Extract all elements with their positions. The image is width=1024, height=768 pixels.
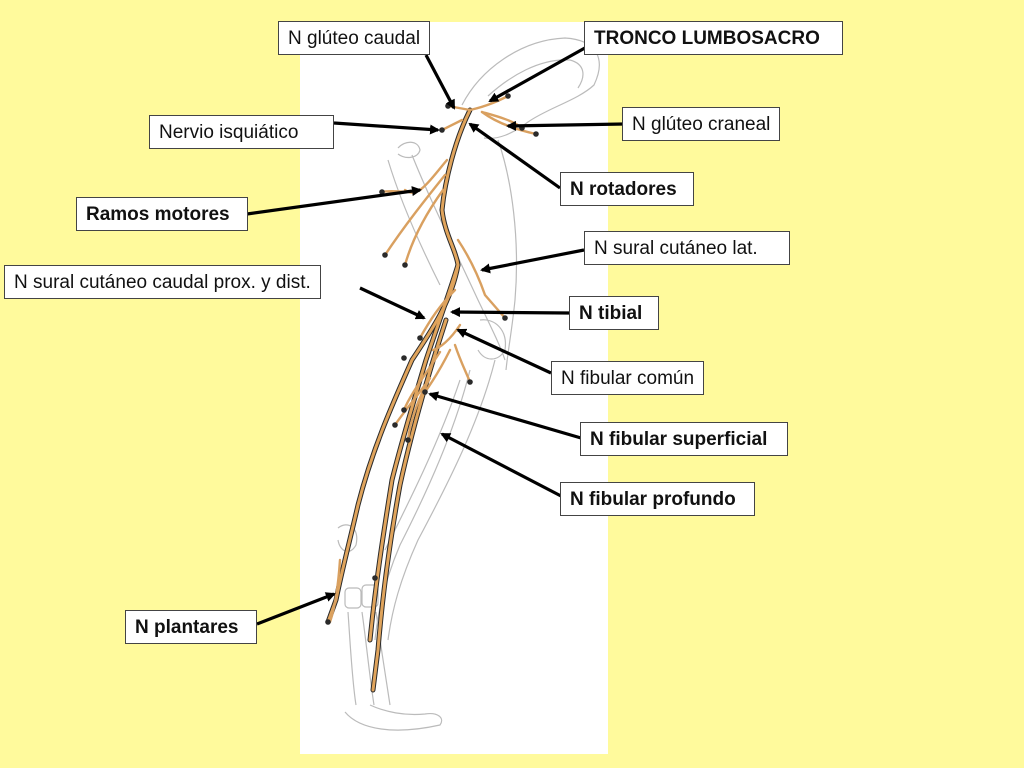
- label-rotadores: N rotadores: [560, 172, 694, 206]
- metatarsal-3: [375, 611, 391, 706]
- nerve-branches: [325, 93, 539, 693]
- label-fibular-profundo: N fibular profundo: [560, 482, 755, 516]
- nerve-end: [502, 315, 508, 321]
- nerve-end: [401, 407, 407, 413]
- label-sural-caudal: N sural cutáneo caudal prox. y dist.: [4, 265, 321, 299]
- arrow-tibial: [450, 307, 570, 318]
- nerve-end: [382, 252, 388, 258]
- pointer-arrows: [246, 42, 625, 626]
- thigh-contour: [497, 139, 518, 371]
- arrow-fibular-profundo: [440, 432, 562, 498]
- label-isquiatico: Nervio isquiático: [149, 115, 334, 149]
- trunk-fill: [326, 108, 472, 624]
- nerve-end: [392, 422, 398, 428]
- arrow-rotadores: [468, 122, 561, 190]
- tarsal-1: [344, 587, 362, 609]
- metatarsal-1: [347, 611, 357, 706]
- nerve-end: [402, 262, 408, 268]
- label-fibular-comun: N fibular común: [551, 361, 705, 395]
- nerve-end: [325, 619, 331, 625]
- arrow-tronco-lumbosacro: [488, 42, 593, 103]
- label-tronco-lumbosacro: TRONCO LUMBOSACRO: [584, 21, 843, 55]
- nerve-end: [505, 93, 511, 99]
- arrow-sural-caudal: [359, 286, 426, 320]
- fibular-branch-d: [406, 376, 432, 442]
- nerve-end: [439, 127, 445, 133]
- nerve-end: [422, 389, 428, 395]
- sural-lat-branch: [456, 238, 507, 320]
- hock: [337, 524, 358, 553]
- arrow-gluteo-craneal: [506, 120, 625, 131]
- femur-back: [387, 159, 441, 286]
- metatarsal-2: [361, 611, 375, 706]
- nerve-end: [405, 437, 411, 443]
- digits: [344, 704, 443, 731]
- ilium-inner: [487, 59, 584, 97]
- arrow-plantares: [256, 592, 336, 626]
- nerve-end: [379, 189, 385, 195]
- nerve-end: [372, 575, 378, 581]
- arrow-fibular-comun: [456, 328, 552, 375]
- nerve-end: [533, 131, 539, 137]
- motor-branch-2: [383, 173, 447, 257]
- label-gluteo-craneal: N glúteo craneal: [622, 107, 781, 141]
- tarsal-2: [361, 584, 379, 608]
- arrow-gluteo-caudal: [424, 54, 456, 110]
- nerve-end: [417, 335, 423, 341]
- sural-caudal-branch: [418, 288, 457, 340]
- femur-outline: [411, 154, 506, 361]
- label-plantares: N plantares: [125, 610, 257, 644]
- fibular-branch-a: [453, 343, 472, 384]
- arrow-isquiatico: [333, 121, 440, 135]
- distal-fill: [371, 318, 448, 692]
- arrow-fibular-superficial: [428, 391, 582, 440]
- label-tibial: N tibial: [569, 296, 659, 330]
- fibular-common-branch: [431, 323, 462, 352]
- label-sural-lat: N sural cutáneo lat.: [584, 231, 790, 265]
- lateral-fill: [368, 263, 460, 642]
- arrow-ramos-motores: [246, 186, 422, 216]
- rotator-branch: [440, 118, 464, 132]
- arrow-sural-lat: [480, 248, 585, 274]
- femoral-head: [397, 141, 421, 159]
- nerve-end: [467, 379, 473, 385]
- motor-branch-3: [403, 188, 445, 267]
- nerve-end: [401, 355, 407, 361]
- label-fibular-superficial: N fibular superficial: [580, 422, 788, 456]
- label-ramos-motores: Ramos motores: [76, 197, 248, 231]
- fibular-branch-c: [402, 350, 442, 412]
- label-gluteo-caudal: N glúteo caudal: [278, 21, 431, 55]
- nerve-end: [445, 103, 451, 109]
